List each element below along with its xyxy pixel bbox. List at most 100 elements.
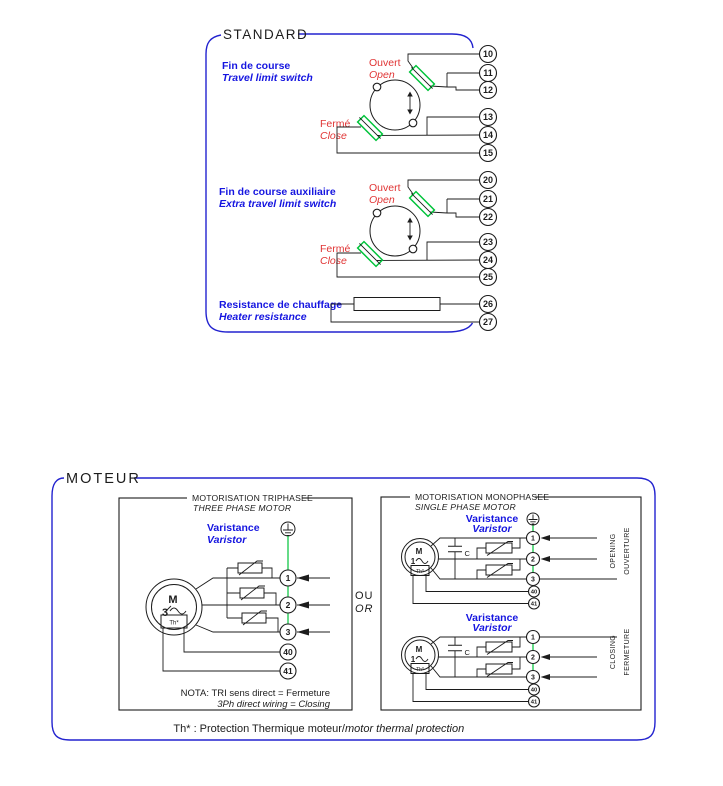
varistor-bracket-wires bbox=[476, 538, 521, 579]
capacitor-plates bbox=[448, 545, 462, 553]
varistor-icon bbox=[485, 640, 513, 655]
terminal-27: 27 bbox=[478, 312, 498, 332]
single-phase-motor-symbol: M 1 Th* bbox=[401, 538, 439, 576]
title-mask bbox=[410, 490, 535, 503]
motor-phase-count: 1 bbox=[411, 655, 416, 664]
motor-letter: M bbox=[416, 547, 423, 556]
varistor-stroke bbox=[238, 560, 263, 576]
terminal-15: 15 bbox=[478, 143, 498, 163]
terminal-number: 41 bbox=[531, 602, 538, 608]
terminal-circle bbox=[478, 294, 498, 314]
open-contact-lever bbox=[411, 67, 433, 89]
terminal-number: 41 bbox=[283, 666, 293, 676]
close-label-fr: Fermé bbox=[320, 118, 350, 130]
terminal-circle bbox=[279, 623, 297, 641]
capacitor-label: C bbox=[465, 549, 471, 558]
varistor-body bbox=[237, 562, 263, 574]
terminal-24: 24 bbox=[478, 250, 498, 270]
heater-wires bbox=[330, 303, 480, 323]
ground-icon bbox=[280, 521, 296, 537]
terminal-circle bbox=[478, 80, 498, 100]
thermal-wires-40-41 bbox=[162, 628, 280, 672]
motor-section: MOTEUR MOTORISATION TRIPHASEE THREE PHAS… bbox=[51, 471, 656, 741]
capacitor-icon: C bbox=[448, 538, 471, 579]
terminal-circle bbox=[478, 107, 498, 127]
terminal-number: 14 bbox=[483, 130, 493, 140]
varistor-stroke bbox=[240, 585, 265, 601]
resistor-icon bbox=[353, 297, 441, 311]
terminal-number: 24 bbox=[483, 255, 493, 265]
open-label-en: Open bbox=[369, 194, 395, 206]
terminal-1: 1 bbox=[279, 569, 297, 587]
terminal-circle bbox=[525, 669, 541, 685]
varistor-label-en: Varistor bbox=[472, 622, 512, 634]
varistor-label-fr: Varistance bbox=[466, 513, 519, 525]
motor-outer-circle bbox=[145, 578, 203, 636]
terminal-1: 1 bbox=[525, 530, 541, 546]
sine-wave-icon bbox=[169, 607, 187, 615]
thermal-protection-box bbox=[410, 663, 430, 674]
supply-arrowheads-icon bbox=[540, 535, 550, 562]
single-phase-title-fr: MOTORISATION MONOPHASEE bbox=[415, 492, 549, 502]
thermal-protection-label: Th* bbox=[416, 569, 424, 575]
sine-wave-icon bbox=[415, 656, 429, 662]
varistor-body bbox=[485, 641, 513, 653]
motor-letter: M bbox=[416, 645, 423, 654]
thermal-protection-box bbox=[160, 614, 188, 629]
aux-limit-switch-label-fr: Fin de course auxiliaire bbox=[219, 186, 336, 198]
terminal-number: 20 bbox=[483, 175, 493, 185]
supply-arrowheads-icon bbox=[297, 574, 309, 636]
terminal-circle bbox=[527, 585, 541, 598]
terminal-circle bbox=[478, 143, 498, 163]
terminal-10: 10 bbox=[478, 44, 498, 64]
cam-circle bbox=[369, 79, 421, 131]
closing-direction-label-en: CLOSING bbox=[610, 635, 617, 669]
terminal-circle bbox=[279, 643, 297, 661]
varistor-body bbox=[485, 564, 513, 576]
switch1-close-wires bbox=[336, 116, 480, 154]
heater-resistance bbox=[330, 297, 480, 323]
limit-switch-2: Ouvert Open Fermé Close bbox=[320, 179, 480, 278]
cam-roller-icon bbox=[408, 118, 418, 128]
nota-line-en: 3Ph direct wiring = Closing bbox=[217, 699, 330, 710]
varistor-stroke bbox=[486, 563, 513, 578]
terminal-3: 3 bbox=[525, 669, 541, 685]
terminal-circle bbox=[478, 207, 498, 227]
thermal-note-fr: Th* : Protection Thermique moteur/ bbox=[173, 723, 346, 735]
cam-roller-icon bbox=[372, 82, 382, 92]
terminal-number: 11 bbox=[483, 68, 493, 78]
terminal-number: 2 bbox=[531, 557, 535, 564]
terminal-circle bbox=[279, 662, 297, 680]
varistor-icon bbox=[485, 541, 513, 556]
open-contact-switch bbox=[408, 64, 436, 92]
switch2-open-wires bbox=[407, 179, 480, 218]
terminal-25: 25 bbox=[478, 267, 498, 287]
terminal-3: 3 bbox=[525, 571, 541, 587]
terminal-number: 40 bbox=[531, 590, 537, 596]
varistor-bracket-wires bbox=[476, 637, 521, 677]
standard-border-top bbox=[298, 33, 474, 49]
terminal-41: 41 bbox=[527, 695, 541, 708]
limit-switch-label-en: Travel limit switch bbox=[222, 72, 313, 84]
open-label-fr: Ouvert bbox=[369, 182, 401, 194]
terminal-number: 26 bbox=[483, 299, 493, 309]
limit-switch-1: Ouvert Open Fermé Close bbox=[320, 53, 480, 154]
motor-inner-circle bbox=[151, 584, 197, 630]
terminal-26: 26 bbox=[478, 294, 498, 314]
standard-section: STANDARD Fin de course Travel limit swit… bbox=[205, 27, 498, 333]
terminal-number: 40 bbox=[283, 647, 293, 657]
opening-direction-label-en: OPENING bbox=[610, 533, 617, 568]
terminal-40: 40 bbox=[279, 643, 297, 661]
terminal-23: 23 bbox=[478, 232, 498, 252]
terminal-circle bbox=[478, 232, 498, 252]
terminal-41: 41 bbox=[279, 662, 297, 680]
standard-section-title: STANDARD bbox=[223, 27, 308, 42]
opening-circuit: Varistance Varistor M 1 Th* bbox=[401, 512, 631, 610]
motor-inner-circle bbox=[404, 541, 436, 573]
capacitor-icon: C bbox=[448, 637, 471, 677]
terminal-circle bbox=[525, 551, 541, 567]
opening-direction-label-fr: OUVERTURE bbox=[624, 527, 631, 574]
terminal-2: 2 bbox=[279, 596, 297, 614]
motor-wires bbox=[430, 537, 527, 580]
